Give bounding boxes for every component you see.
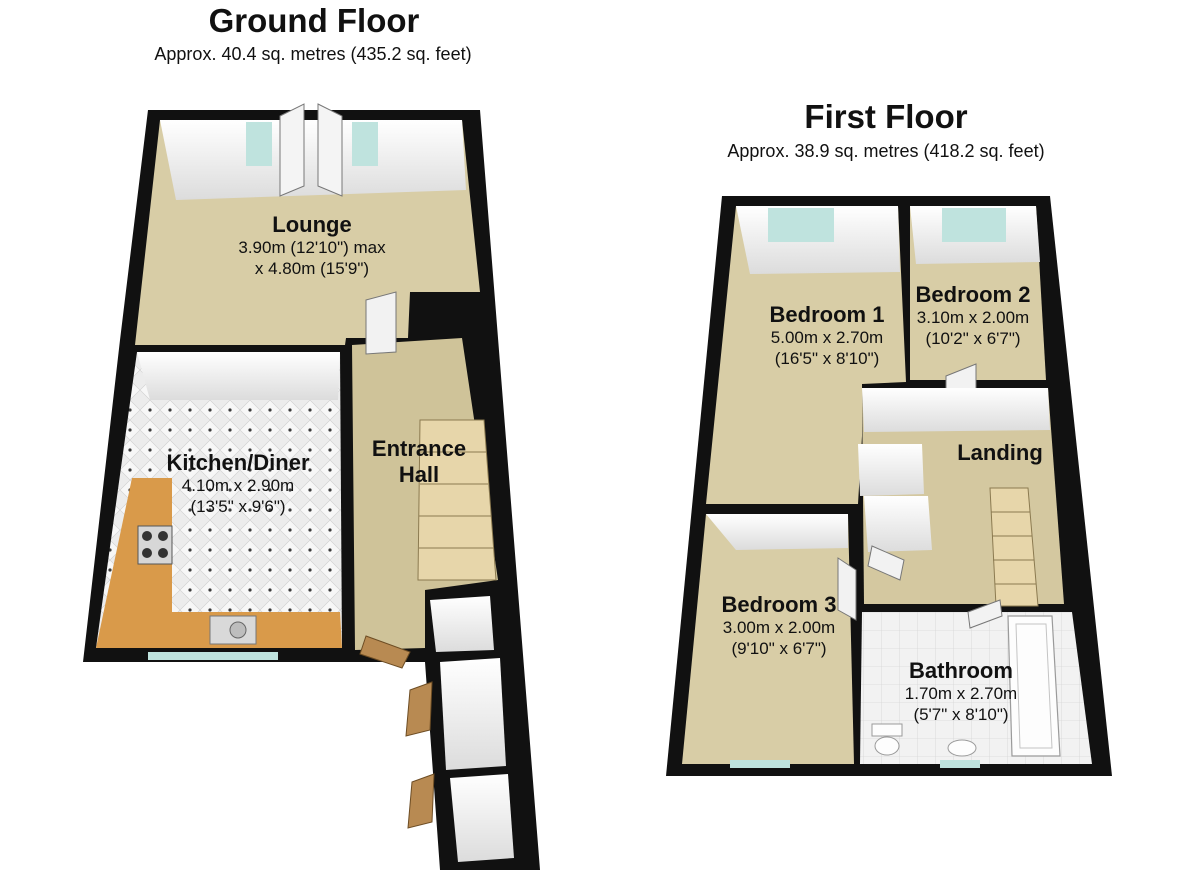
- landing-name: Landing: [957, 440, 1043, 465]
- kitchen-diner-dimensions-line-2: (13'5" x 9'6"): [190, 496, 286, 516]
- ground-floor-area: Approx. 40.4 sq. metres (435.2 sq. feet): [154, 44, 472, 64]
- lounge-door: [365, 291, 397, 355]
- bedroom-1-room: [706, 206, 906, 504]
- bedroom-2-dimensions-line-2: (10'2" x 6'7"): [925, 328, 1021, 348]
- bedroom-2-name: Bedroom 2: [915, 282, 1031, 307]
- bedroom-3-label: Bedroom 3 3.00m x 2.00m (9'10" x 6'7"): [702, 592, 856, 659]
- first-floor-staircase: [989, 487, 1039, 607]
- bathroom-dimensions-line-1: 1.70m x 2.70m: [904, 684, 1018, 704]
- lounge-dimensions-line-2: x 4.80m (15'9"): [254, 258, 370, 278]
- bedroom-2-window: [942, 208, 1006, 242]
- lounge-window-left: [246, 122, 272, 166]
- bedroom-2-label: Bedroom 2 3.10m x 2.00m (10'2" x 6'7"): [898, 282, 1048, 349]
- bedroom-3-room: [682, 514, 854, 764]
- cupboard-door-1: [405, 681, 433, 737]
- bathroom-toilet: [871, 723, 903, 756]
- bedroom-3-door: [837, 557, 857, 621]
- ground-floor-staircase: [417, 419, 497, 581]
- kitchen-diner-label: Kitchen/Diner 4.10m x 2.90m (13'5" x 9'6…: [150, 450, 326, 517]
- lounge-label: Lounge 3.90m (12'10") max x 4.80m (15'9"…: [214, 212, 410, 279]
- bedroom-1-window: [768, 208, 834, 242]
- bedroom-1-dimensions-line-1: 5.00m x 2.70m: [770, 328, 884, 348]
- kitchen-hob: [137, 525, 173, 565]
- first-floor-area: Approx. 38.9 sq. metres (418.2 sq. feet): [727, 141, 1045, 161]
- lounge-window-right: [352, 122, 378, 166]
- kitchen-worktop: [96, 478, 342, 648]
- lounge-name: Lounge: [272, 212, 352, 237]
- kitchen-diner-dimensions-line-1: 4.10m x 2.90m: [181, 476, 295, 496]
- lounge-dimensions-line-1: 3.90m (12'10") max: [238, 238, 386, 258]
- bedroom-3-dimensions-line-1: 3.00m x 2.00m: [722, 618, 836, 638]
- ground-floor-title: Ground Floor: [208, 2, 420, 39]
- bathroom-bath: [1007, 615, 1061, 757]
- entrance-hall-name-line-2: Hall: [398, 462, 440, 488]
- kitchen-sink: [209, 615, 257, 645]
- bedroom-3-dimensions-line-2: (9'10" x 6'7"): [731, 638, 827, 658]
- ground-floor-plan: [83, 103, 540, 870]
- bathroom-label: Bathroom 1.70m x 2.70m (5'7" x 8'10"): [886, 658, 1036, 725]
- bathroom-basin: [947, 739, 977, 757]
- bathroom-dimensions-line-2: (5'7" x 8'10"): [913, 704, 1009, 724]
- bedroom-2-dimensions-line-1: 3.10m x 2.00m: [916, 308, 1030, 328]
- bedroom-3-name: Bedroom 3: [721, 592, 837, 617]
- entrance-hall-name-line-1: Entrance: [371, 436, 467, 461]
- lounge-french-door-right: [317, 103, 343, 197]
- kitchen-diner-name: Kitchen/Diner: [166, 450, 310, 475]
- kitchen-window: [148, 652, 278, 660]
- bedroom-1-name: Bedroom 1: [769, 302, 885, 327]
- bedroom-3-window: [730, 760, 790, 768]
- entrance-door: [359, 635, 411, 669]
- first-floor-title: First Floor: [804, 98, 968, 135]
- landing-cupboard-door: [867, 545, 905, 581]
- bathroom-door: [967, 599, 1003, 629]
- bedroom-1-label: Bedroom 1 5.00m x 2.70m (16'5" x 8'10"): [750, 302, 904, 369]
- landing-label: Landing: [942, 440, 1058, 466]
- cupboard-door-2: [407, 773, 435, 829]
- bathroom-name: Bathroom: [909, 658, 1013, 683]
- bathroom-window: [940, 760, 980, 768]
- entrance-hall-label: Entrance Hall: [356, 436, 482, 489]
- bedroom-1-dimensions-line-2: (16'5" x 8'10"): [774, 348, 880, 368]
- first-floor-plan: [666, 196, 1112, 776]
- lounge-french-door-left: [279, 103, 305, 197]
